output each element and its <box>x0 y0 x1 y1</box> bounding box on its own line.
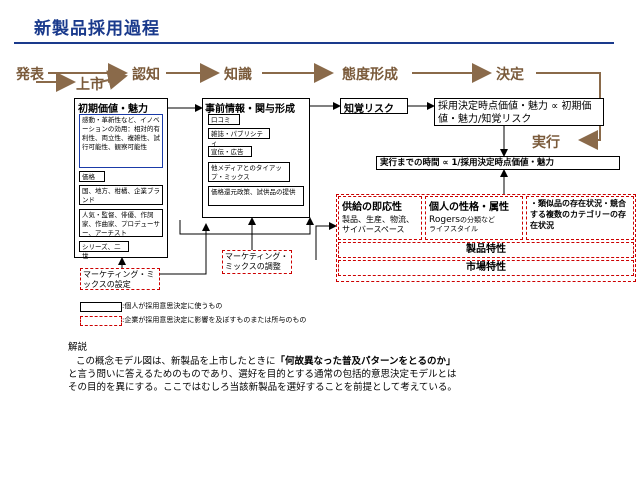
perceived-risk-box: 知覚リスク <box>340 98 408 115</box>
explanation-line-1a: この概念モデル図は、新製品を上市したときに <box>76 356 276 367</box>
explanation-line-1: この概念モデル図は、新製品を上市したときに「何故異なった普及パターンをとるのか」 <box>76 356 456 368</box>
explanation-line-1b: 「何故異なった普及パターンをとるのか」 <box>275 356 456 367</box>
marketing-mix-set-box: マーケティング・ミックスの設定 <box>80 268 160 290</box>
prior-item-word-of-mouth: 口コミ <box>208 114 240 125</box>
rogers-rest: の分類など <box>460 216 495 224</box>
rogers-label: Rogers <box>429 215 460 225</box>
explanation-line-3: その目的を異にする。ここではむしろ当該新製品を選好することを前提として考えている… <box>68 382 457 393</box>
people-box: 人気・監督、俳優、作詞家、作曲家、プロデューサー、アーチスト <box>79 209 163 237</box>
appeal-box: 感動・革新性など、イノベーションの効用：相対的有利性、両立性、複雑性、試行可能性… <box>79 114 163 168</box>
brand-box: 国、地方、柑橘、企業ブランド <box>79 185 163 205</box>
marketing-mix-adjust-box: マーケティング・ミックスの調整 <box>222 250 292 274</box>
stage-launch: 上市 <box>76 77 104 93</box>
prior-info-box: 事前情報・関与形成 口コミ 雑誌・パブリシティ 宣伝・広告 他メディアとのタイア… <box>202 98 310 218</box>
prior-info-header: 事前情報・関与形成 <box>205 104 295 115</box>
supply-header: 供給の即応性 <box>342 202 402 213</box>
legend-dashed-swatch <box>80 316 122 326</box>
explanation-line-2: と言う問いに答えるためのものであり、選好を目的とする通常の包括的意思決定モデルと… <box>68 369 457 380</box>
prior-item-magazine: 雑誌・パブリシティ <box>208 128 270 147</box>
time-to-execution-box: 実行までの時間 ∝ 1/採用決定時点価値・魅力 <box>376 156 620 170</box>
initial-value-header: 初期価値・魅力 <box>78 104 148 115</box>
prior-item-price-policy: 価格還元政策、試供品の提供 <box>208 186 304 206</box>
product-characteristics-box: 製品特性 <box>338 242 634 258</box>
explanation-heading: 解説 <box>68 342 88 353</box>
individual-header: 個人の性格・属性 <box>429 202 509 213</box>
prior-item-media-tieup: 他メディアとのタイアップ・ミックス <box>208 162 290 182</box>
stage-arrow <box>99 70 128 90</box>
supply-box: 供給の即応性 製品、生産、物流、サイバースペース <box>338 196 422 240</box>
stage-announce: 発表 <box>16 67 44 83</box>
stage-decision: 決定 <box>496 67 524 83</box>
title-underline <box>14 42 614 44</box>
supply-body: 製品、生産、物流、サイバースペース <box>342 215 414 234</box>
page-title: 新製品採用過程 <box>34 19 160 39</box>
initial-value-box: 初期価値・魅力 感動・革新性など、イノベーションの効用：相対的有利性、両立性、複… <box>74 98 168 260</box>
stage-awareness: 認知 <box>132 67 160 83</box>
legend-solid-label: :個人が採用意思決定に使うもの <box>122 302 223 310</box>
lifestyle-label: ライフスタイル <box>429 225 478 233</box>
price-box: 価格 <box>79 171 105 182</box>
decision-point-box: 採用決定時点価値・魅力 ∝ 初期価値・魅力/知覚リスク <box>434 98 604 126</box>
stage-execution: 実行 <box>532 135 560 151</box>
prior-item-advertising: 宣伝・広告 <box>208 146 252 157</box>
legend-solid-swatch <box>80 302 122 312</box>
similar-products-box: ・類似品の存在状況・競合する複数のカテゴリーの存在状況 <box>526 196 634 240</box>
series-box: シリーズ、二世 <box>79 241 129 260</box>
stage-knowledge: 知識 <box>224 67 252 83</box>
stage-attitude: 態度形成 <box>342 67 398 83</box>
legend-dashed-label: :企業が採用意思決定に影響を及ぼすものまたは所与のもの <box>122 316 307 324</box>
individual-box: 個人の性格・属性 Rogersの分類など ライフスタイル <box>425 196 523 240</box>
market-characteristics-box: 市場特性 <box>338 260 634 276</box>
